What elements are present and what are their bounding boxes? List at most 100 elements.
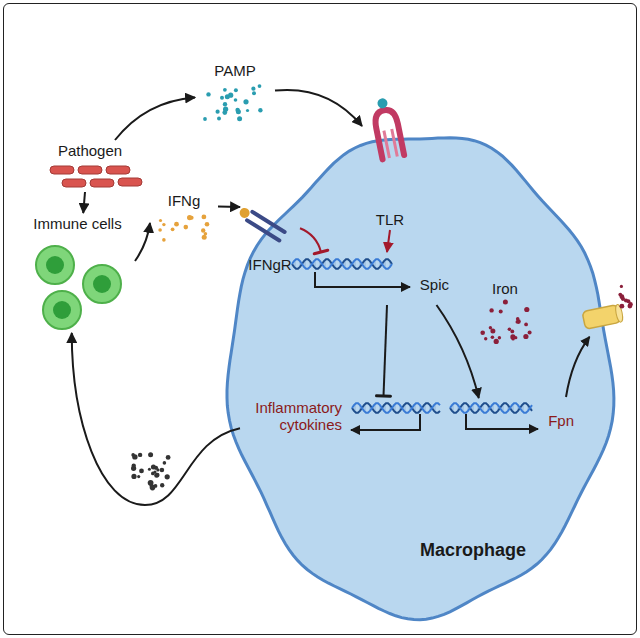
dna-helix [450,403,532,413]
particle-dot [220,96,224,100]
connector [83,192,85,213]
bacterium [62,179,86,187]
particle-dot [236,109,241,114]
dna-helix [292,259,392,269]
particle-dot [223,102,227,106]
node-text: TLR [362,211,418,228]
receptor-body [373,108,404,159]
pathogen-label: Pathogen [40,140,140,192]
particle-dot [204,232,208,236]
bacterium [78,166,102,174]
ifngr-receptor [238,206,285,240]
dna-strand [352,403,440,413]
particle-dot [494,339,499,344]
channel-end [614,304,623,323]
immune-cells-label: Immune cells [20,213,135,333]
immune-cell [83,265,121,303]
dna-strand [292,259,392,269]
particle-dot [217,116,221,120]
dna-strand [292,259,392,269]
particle-dot [155,473,160,478]
particle-dot [624,298,628,302]
particle-dot [252,91,256,95]
particle-dot [489,308,493,312]
particle-dot [223,107,228,112]
particle-dot [484,337,487,340]
node-text: IFNg [150,192,218,209]
particle-dot [620,285,623,288]
tlr-receptor [371,96,404,159]
cell-nucleus [93,275,111,293]
cytokine-particles [131,452,171,490]
connector [387,230,390,252]
node-text: Macrophage [420,540,526,561]
particle-dot [206,92,210,96]
particle-dot [131,453,135,457]
connector [135,223,150,261]
iron-particles [480,300,531,344]
particle-dot [162,223,165,226]
particle-dot [158,228,162,232]
particle-dot [246,109,249,112]
exported-iron [618,285,632,309]
pamp-label: PAMP [195,60,275,128]
ifng-label: IFNg [150,190,218,245]
particle-dot [201,228,205,232]
particle-dot [510,334,515,339]
particle-dot [202,215,207,220]
macrophage-membrane [227,138,614,620]
particle-dot [131,474,136,479]
particle-dot [524,323,528,327]
illustration-parts [36,84,633,490]
particle-dot [480,331,485,336]
iron-label: Iron [470,278,540,348]
particle-dot [516,320,519,323]
particle-dot [258,108,262,112]
ligand [377,97,389,109]
connector [72,333,240,505]
particle-dot [154,473,159,478]
tlr-label: TLR [362,100,418,230]
particle-dot [251,87,255,91]
immune-cell [43,291,81,329]
particle-dot [203,117,207,121]
node-text: Fpn [548,412,574,429]
gene-arrow [351,414,420,430]
spic-gene: Spic [288,252,453,305]
connector [437,305,479,398]
particle-dot [205,222,210,227]
gene-arrow [315,272,410,287]
particle-dot [528,331,532,335]
particle-dot [162,238,166,242]
node-text: Immune cells [20,215,135,232]
particle-dot [160,468,165,473]
node-text: Spic [420,276,449,293]
particle-dot [171,227,175,231]
ifngr-label: IFNgR [240,190,300,275]
immune-cell [36,246,74,284]
particle-dot [132,464,136,468]
connector [384,305,388,396]
particle-dot [237,116,242,121]
cell-nucleus [46,256,64,274]
particle-dot [151,472,155,476]
particle-dot [216,110,220,114]
particle-dot [503,300,508,305]
inhibition-bar [377,394,391,398]
particle-dot [489,326,492,329]
dna-strand [352,403,440,413]
export-arrow [566,337,590,397]
bacterium [106,166,130,174]
ifng-particles [158,215,209,242]
particle-dot [228,93,233,98]
particle-dot [166,455,171,460]
node-text: Inflammatory cytokines [242,399,342,434]
fpn-channel [582,304,624,329]
dna-helix [352,403,440,413]
particle-dot [243,99,248,104]
particle-dot [187,215,192,220]
cell-nucleus [53,301,71,319]
node-text: PAMP [195,62,275,79]
particle-dot [516,317,520,321]
particle-dot [165,474,170,479]
